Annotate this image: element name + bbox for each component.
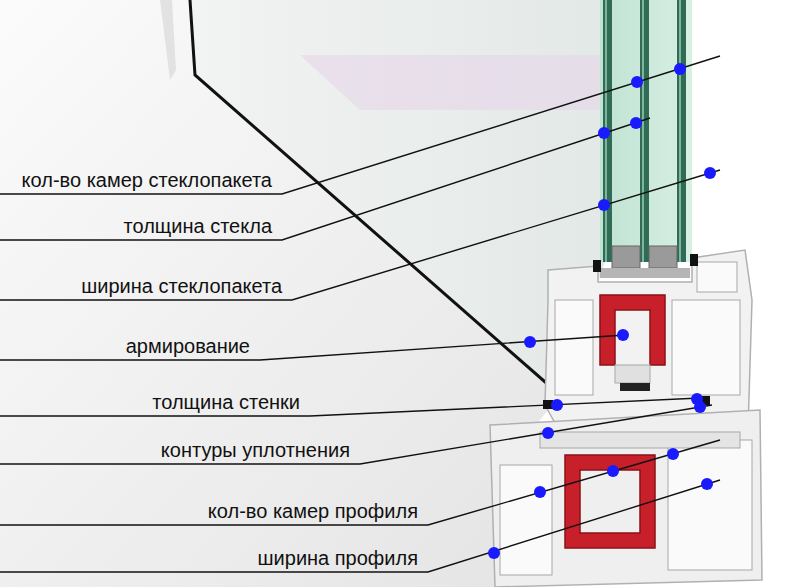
glass-pane (677, 0, 686, 262)
part-label: ширина стеклопакета (81, 275, 282, 297)
glass-face (190, 0, 605, 395)
leader-lines (0, 56, 720, 572)
marker-dot (701, 478, 713, 490)
gasket (593, 260, 601, 272)
part-label: кол-во камер стеклопакета (10, 169, 272, 191)
profile-chamber (555, 300, 593, 395)
spacer (612, 246, 640, 268)
marker-dot (598, 199, 610, 211)
reinforcement (565, 455, 655, 548)
profile-wall (540, 432, 740, 448)
marker-dot (607, 465, 619, 477)
marker-dot (598, 127, 610, 139)
leader-line (0, 480, 720, 572)
part-label: кол-во камер профиля (208, 500, 418, 522)
marker-dot (694, 401, 706, 413)
marker-dot (524, 336, 536, 348)
marker-dot (551, 399, 563, 411)
marker-dot (674, 63, 686, 75)
part-label: ширина профиля (258, 547, 418, 569)
glazing-bead (697, 262, 737, 292)
marker-dots (488, 63, 716, 559)
marker-dot (631, 76, 643, 88)
glass-highlight (679, 0, 681, 262)
marker-dot (704, 167, 716, 179)
leader-line (0, 118, 650, 240)
spacer (649, 246, 677, 268)
sealant (600, 268, 690, 278)
glass-pane (640, 0, 649, 262)
leader-line (0, 405, 712, 464)
part-label: контуры уплотнения (161, 439, 350, 461)
glass-highlight (642, 0, 644, 262)
sash-profile (545, 250, 752, 432)
part-label: толщина стекла (124, 215, 272, 237)
leader-line (0, 398, 700, 416)
marker-dot (534, 486, 546, 498)
marker-dot (542, 427, 554, 439)
gasket (690, 254, 698, 266)
leader-line (0, 335, 625, 360)
frame-edge (160, 0, 176, 80)
part-label: армирование (126, 335, 250, 357)
marker-dot (630, 117, 642, 129)
leader-line (0, 56, 720, 194)
marker-dot (488, 547, 500, 559)
glass-unit (600, 0, 692, 262)
leader-line (0, 170, 720, 300)
part-label: толщина стенки (152, 391, 300, 413)
profile-chamber (615, 365, 650, 383)
glass-reflection (300, 55, 600, 110)
profile-chamber (668, 440, 752, 570)
frame-profile (490, 410, 762, 587)
reinforcement (600, 295, 665, 365)
marker-dot (617, 329, 629, 341)
profile-chamber (672, 300, 740, 395)
leader-line (0, 440, 720, 525)
gasket (620, 383, 650, 391)
marker-dot (667, 448, 679, 460)
profile-chamber (500, 465, 552, 575)
